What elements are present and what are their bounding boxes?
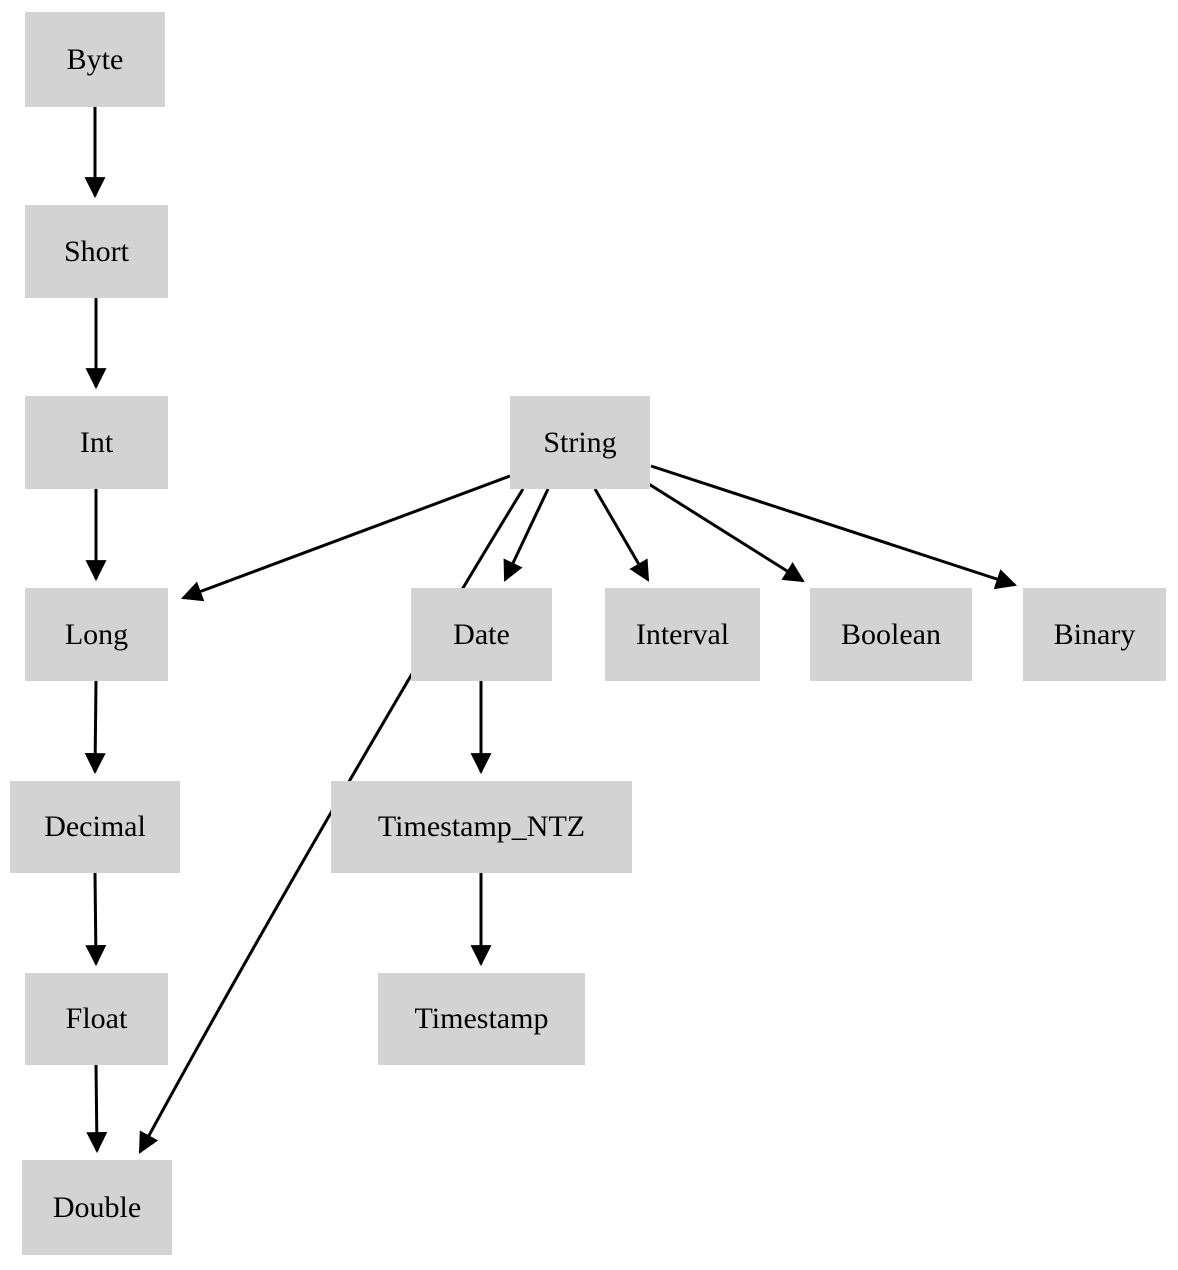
edge-long-decimal [84,680,106,775]
edge-string-binary [650,464,1017,590]
edge-string-date [503,488,550,582]
node-binary: Binary [1023,588,1166,681]
node-timestamp: Timestamp [378,973,585,1065]
node-date: Date [411,588,552,681]
node-double: Double [22,1160,172,1255]
edge-string-long [181,474,511,602]
node-int: Int [25,396,168,489]
edge-decimal-float [85,872,107,967]
edge-float-double [86,1064,108,1154]
node-boolean: Boolean [810,588,972,681]
node-float: Float [25,973,168,1065]
node-short: Short [25,205,168,298]
edge-string-boolean [643,479,805,583]
node-decimal: Decimal [10,781,180,873]
node-timestamp-ntz: Timestamp_NTZ [331,781,632,873]
node-byte: Byte [25,12,165,107]
node-interval: Interval [605,588,760,681]
node-long: Long [25,588,168,681]
edge-string-interval [593,488,650,582]
node-string: String [510,396,650,489]
